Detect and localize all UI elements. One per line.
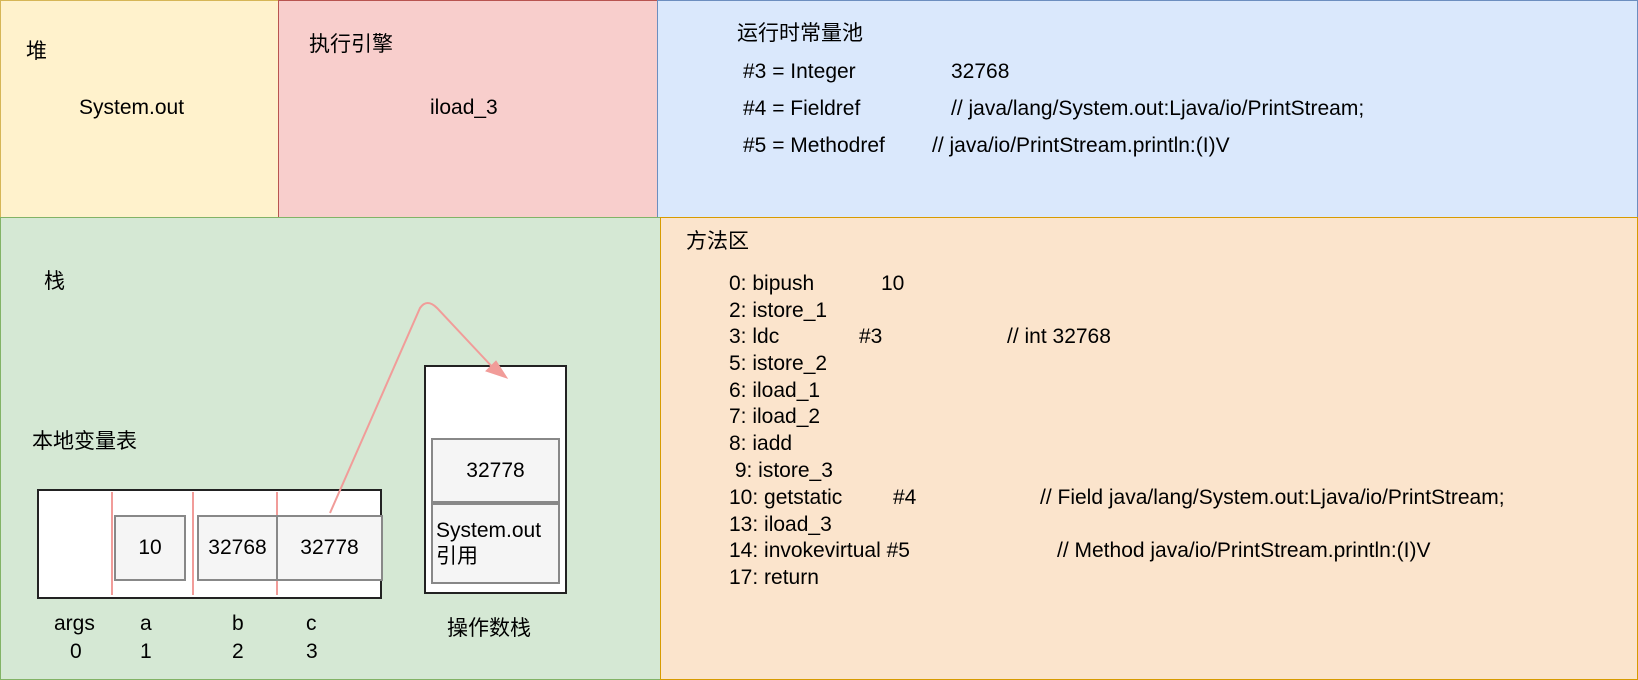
slot-index: 2 xyxy=(232,640,244,663)
pool-entry-ref: #3 = Integer xyxy=(743,60,856,83)
local-variable-table-title: 本地变量表 xyxy=(32,430,137,453)
heap-region: 堆 System.out xyxy=(0,0,279,218)
local-slot-b: 32768 xyxy=(197,515,278,581)
pool-entry-ref: #4 = Fieldref xyxy=(743,97,861,120)
runtime-constant-pool-region: 运行时常量池 #3 = Integer 32768 #4 = Fieldref … xyxy=(657,0,1638,218)
stack-title: 栈 xyxy=(44,270,65,293)
bytecode-comment: // Field java/lang/System.out:Ljava/io/P… xyxy=(1040,486,1505,509)
bytecode-op: 2: istore_1 xyxy=(729,299,828,322)
slot-index: 1 xyxy=(140,640,152,663)
pool-entry-value: 32768 xyxy=(951,60,1010,83)
slot-name: a xyxy=(140,612,152,635)
slot-name: args xyxy=(54,612,95,635)
bytecode-op: 9: istore_3 xyxy=(729,459,833,482)
bytecode-op: 14: invokevirtual #5 xyxy=(729,539,910,562)
pool-entry-ref: #5 = Methodref xyxy=(743,134,885,157)
bytecode-op: 6: iload_1 xyxy=(729,379,821,402)
heap-title: 堆 xyxy=(26,40,47,63)
bytecode-op: 0: bipush xyxy=(729,272,815,295)
pool-entry-value: // java/io/PrintStream.println:(I)V xyxy=(932,134,1230,157)
heap-item: System.out xyxy=(79,96,185,119)
stack-region: 栈 本地变量表 10 32768 32778 args 0 a 1 b 2 c … xyxy=(0,217,661,680)
arrow-head-icon xyxy=(485,360,509,379)
slot-name: c xyxy=(306,612,317,635)
slot-index: 0 xyxy=(70,640,82,663)
bytecode-op: 17: return xyxy=(729,566,819,589)
slot-divider xyxy=(111,492,113,595)
bytecode-op: 10: getstatic xyxy=(729,486,843,509)
bytecode-op: 7: iload_2 xyxy=(729,405,821,428)
pool-title: 运行时常量池 xyxy=(737,22,863,45)
arrow-path xyxy=(329,302,498,514)
operand-stack-title: 操作数栈 xyxy=(447,617,531,640)
operand-entry-reference: System.out 引用 xyxy=(431,503,560,584)
bytecode-op: 8: iadd xyxy=(729,432,793,455)
engine-title: 执行引擎 xyxy=(309,33,393,56)
slot-name: b xyxy=(232,612,244,635)
bytecode-op: 5: istore_2 xyxy=(729,352,828,375)
bytecode-arg: #3 xyxy=(859,325,883,348)
bytecode-op: 13: iload_3 xyxy=(729,513,832,536)
local-slot-c: 32778 xyxy=(276,515,383,581)
bytecode-comment: // int 32768 xyxy=(1007,325,1111,348)
bytecode-op: 3: ldc xyxy=(729,325,780,348)
bytecode-arg: #4 xyxy=(893,486,917,509)
method-area-title: 方法区 xyxy=(686,230,749,253)
slot-index: 3 xyxy=(306,640,318,663)
method-area-region: 方法区 0: bipush 10 2: istore_1 3: ldc #3 /… xyxy=(660,217,1638,680)
local-slot-a: 10 xyxy=(114,515,186,581)
engine-instruction: iload_3 xyxy=(430,96,498,119)
slot-divider xyxy=(192,492,194,595)
pool-entry-value: // java/lang/System.out:Ljava/io/PrintSt… xyxy=(951,97,1365,120)
operand-entry-value: 32778 xyxy=(431,438,560,503)
bytecode-arg: 10 xyxy=(881,272,905,295)
bytecode-comment: // Method java/io/PrintStream.println:(I… xyxy=(1057,539,1431,562)
